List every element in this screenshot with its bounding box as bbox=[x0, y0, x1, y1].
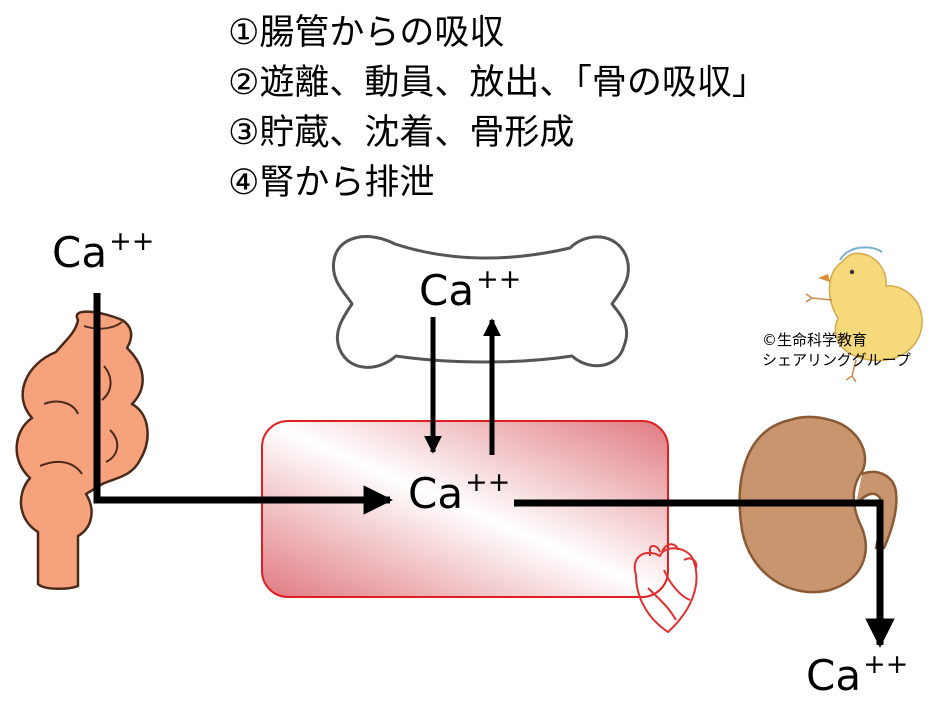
calcium-label-excreted: Ca++ bbox=[806, 649, 909, 700]
credit-line-1: ©生命科学教育 bbox=[762, 331, 868, 349]
intestine-icon bbox=[15, 310, 149, 590]
process-step-list: ①腸管からの吸収 ②遊離、動員、放出、「骨の吸収」 ③貯蔵、沈着、骨形成 ④腎か… bbox=[228, 8, 767, 208]
calcium-label-intake: Ca++ bbox=[52, 226, 155, 277]
step-bone-formation: ③貯蔵、沈着、骨形成 bbox=[228, 113, 575, 153]
calcium-label-blood: Ca++ bbox=[408, 467, 511, 518]
credit-line-2: シェアリンググループ bbox=[762, 351, 911, 369]
step-intestinal-absorption: ①腸管からの吸収 bbox=[228, 13, 505, 53]
chick-mascot-icon bbox=[805, 246, 923, 383]
copyright-credit: ©生命科学教育 シェアリンググループ bbox=[762, 330, 911, 370]
heart-icon bbox=[633, 543, 698, 633]
calcium-label-bone: Ca++ bbox=[419, 264, 522, 315]
step-bone-resorption: ②遊離、動員、放出、「骨の吸収」 bbox=[228, 63, 767, 103]
arrow-intestine-to-blood bbox=[93, 293, 393, 515]
step-renal-excretion: ④腎から排泄 bbox=[228, 163, 435, 203]
blood-pool-box bbox=[261, 420, 669, 598]
bone-icon bbox=[331, 235, 630, 369]
arrow-blood-to-excretion bbox=[514, 499, 895, 648]
